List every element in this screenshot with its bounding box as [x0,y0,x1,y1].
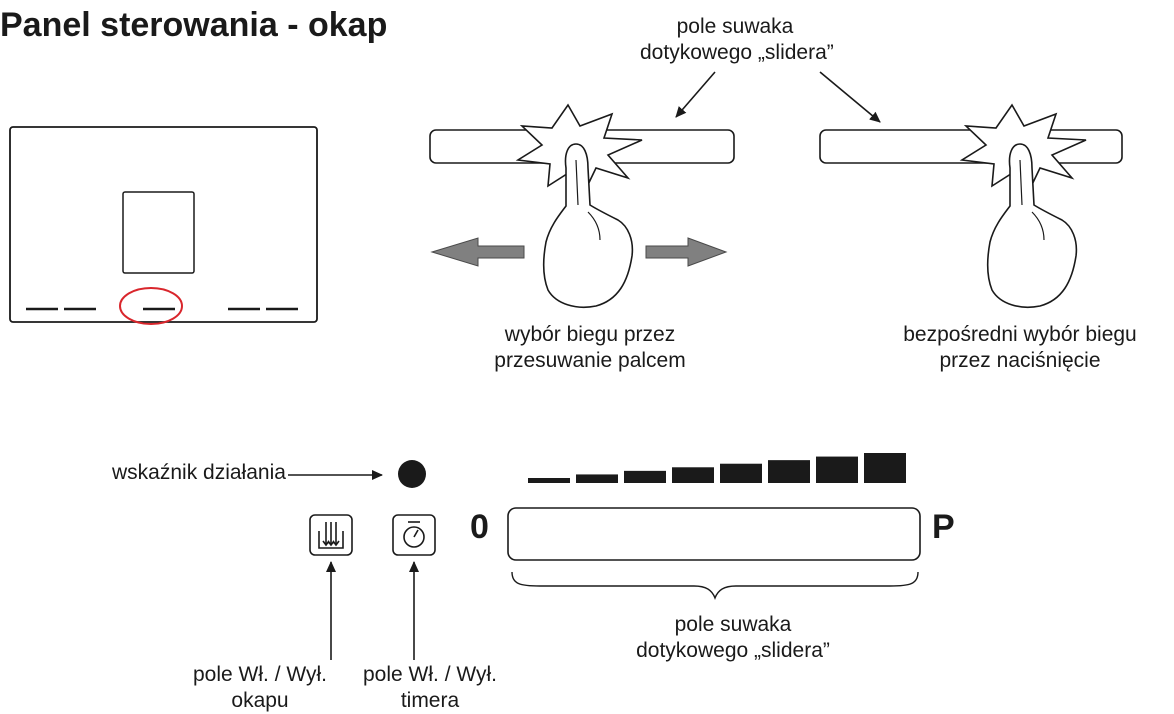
indicator-label: wskaźnik działania [112,461,286,484]
slider-field-label-bottom: pole suwaka dotykowego „slidera” [636,613,830,662]
caption-press: bezpośredni wybór biegu przez naciśnięci… [903,323,1137,372]
speed-level-bar [768,460,810,483]
page-title: Panel sterowania - okap [0,6,388,44]
timer-onoff-button[interactable] [392,514,436,556]
speed-level-bar [528,478,570,483]
hand-icon-2 [986,143,1078,308]
arrow-left-icon [430,237,525,267]
slider-min-label: 0 [470,508,489,546]
speed-level-bar [576,474,618,483]
arrow-right-icon [645,237,728,267]
slide-demo [429,103,735,308]
speed-level-bar [816,456,858,483]
speed-level-bar [672,467,714,483]
slider-field-label-top: pole suwaka dotykowego „slidera” [640,15,834,64]
speed-level-bar [864,453,906,483]
timer-button-label: pole Wł. / Wył. timera [363,663,497,712]
hood-button-label: pole Wł. / Wył. okapu [193,663,327,712]
press-demo [819,103,1123,308]
speed-level-bars [528,453,906,483]
speed-level-bar [624,470,666,483]
hood-onoff-button[interactable] [309,514,353,556]
caption-slide: wybór biegu przez przesuwanie palcem [494,323,686,372]
cooktop-panel [9,126,318,325]
pointer-arrow-left [675,71,716,118]
pointer-arrow-right [819,71,881,123]
stopwatch-icon [403,521,425,548]
speed-level-bar [720,463,762,483]
slider-field[interactable] [507,507,921,561]
highlight-circle [119,287,183,325]
operation-indicator-dot [398,460,426,488]
hand-icon [542,143,634,308]
slider-brace [511,571,919,600]
slider-max-label: P [932,508,955,546]
hood-fan-icon [318,522,344,549]
